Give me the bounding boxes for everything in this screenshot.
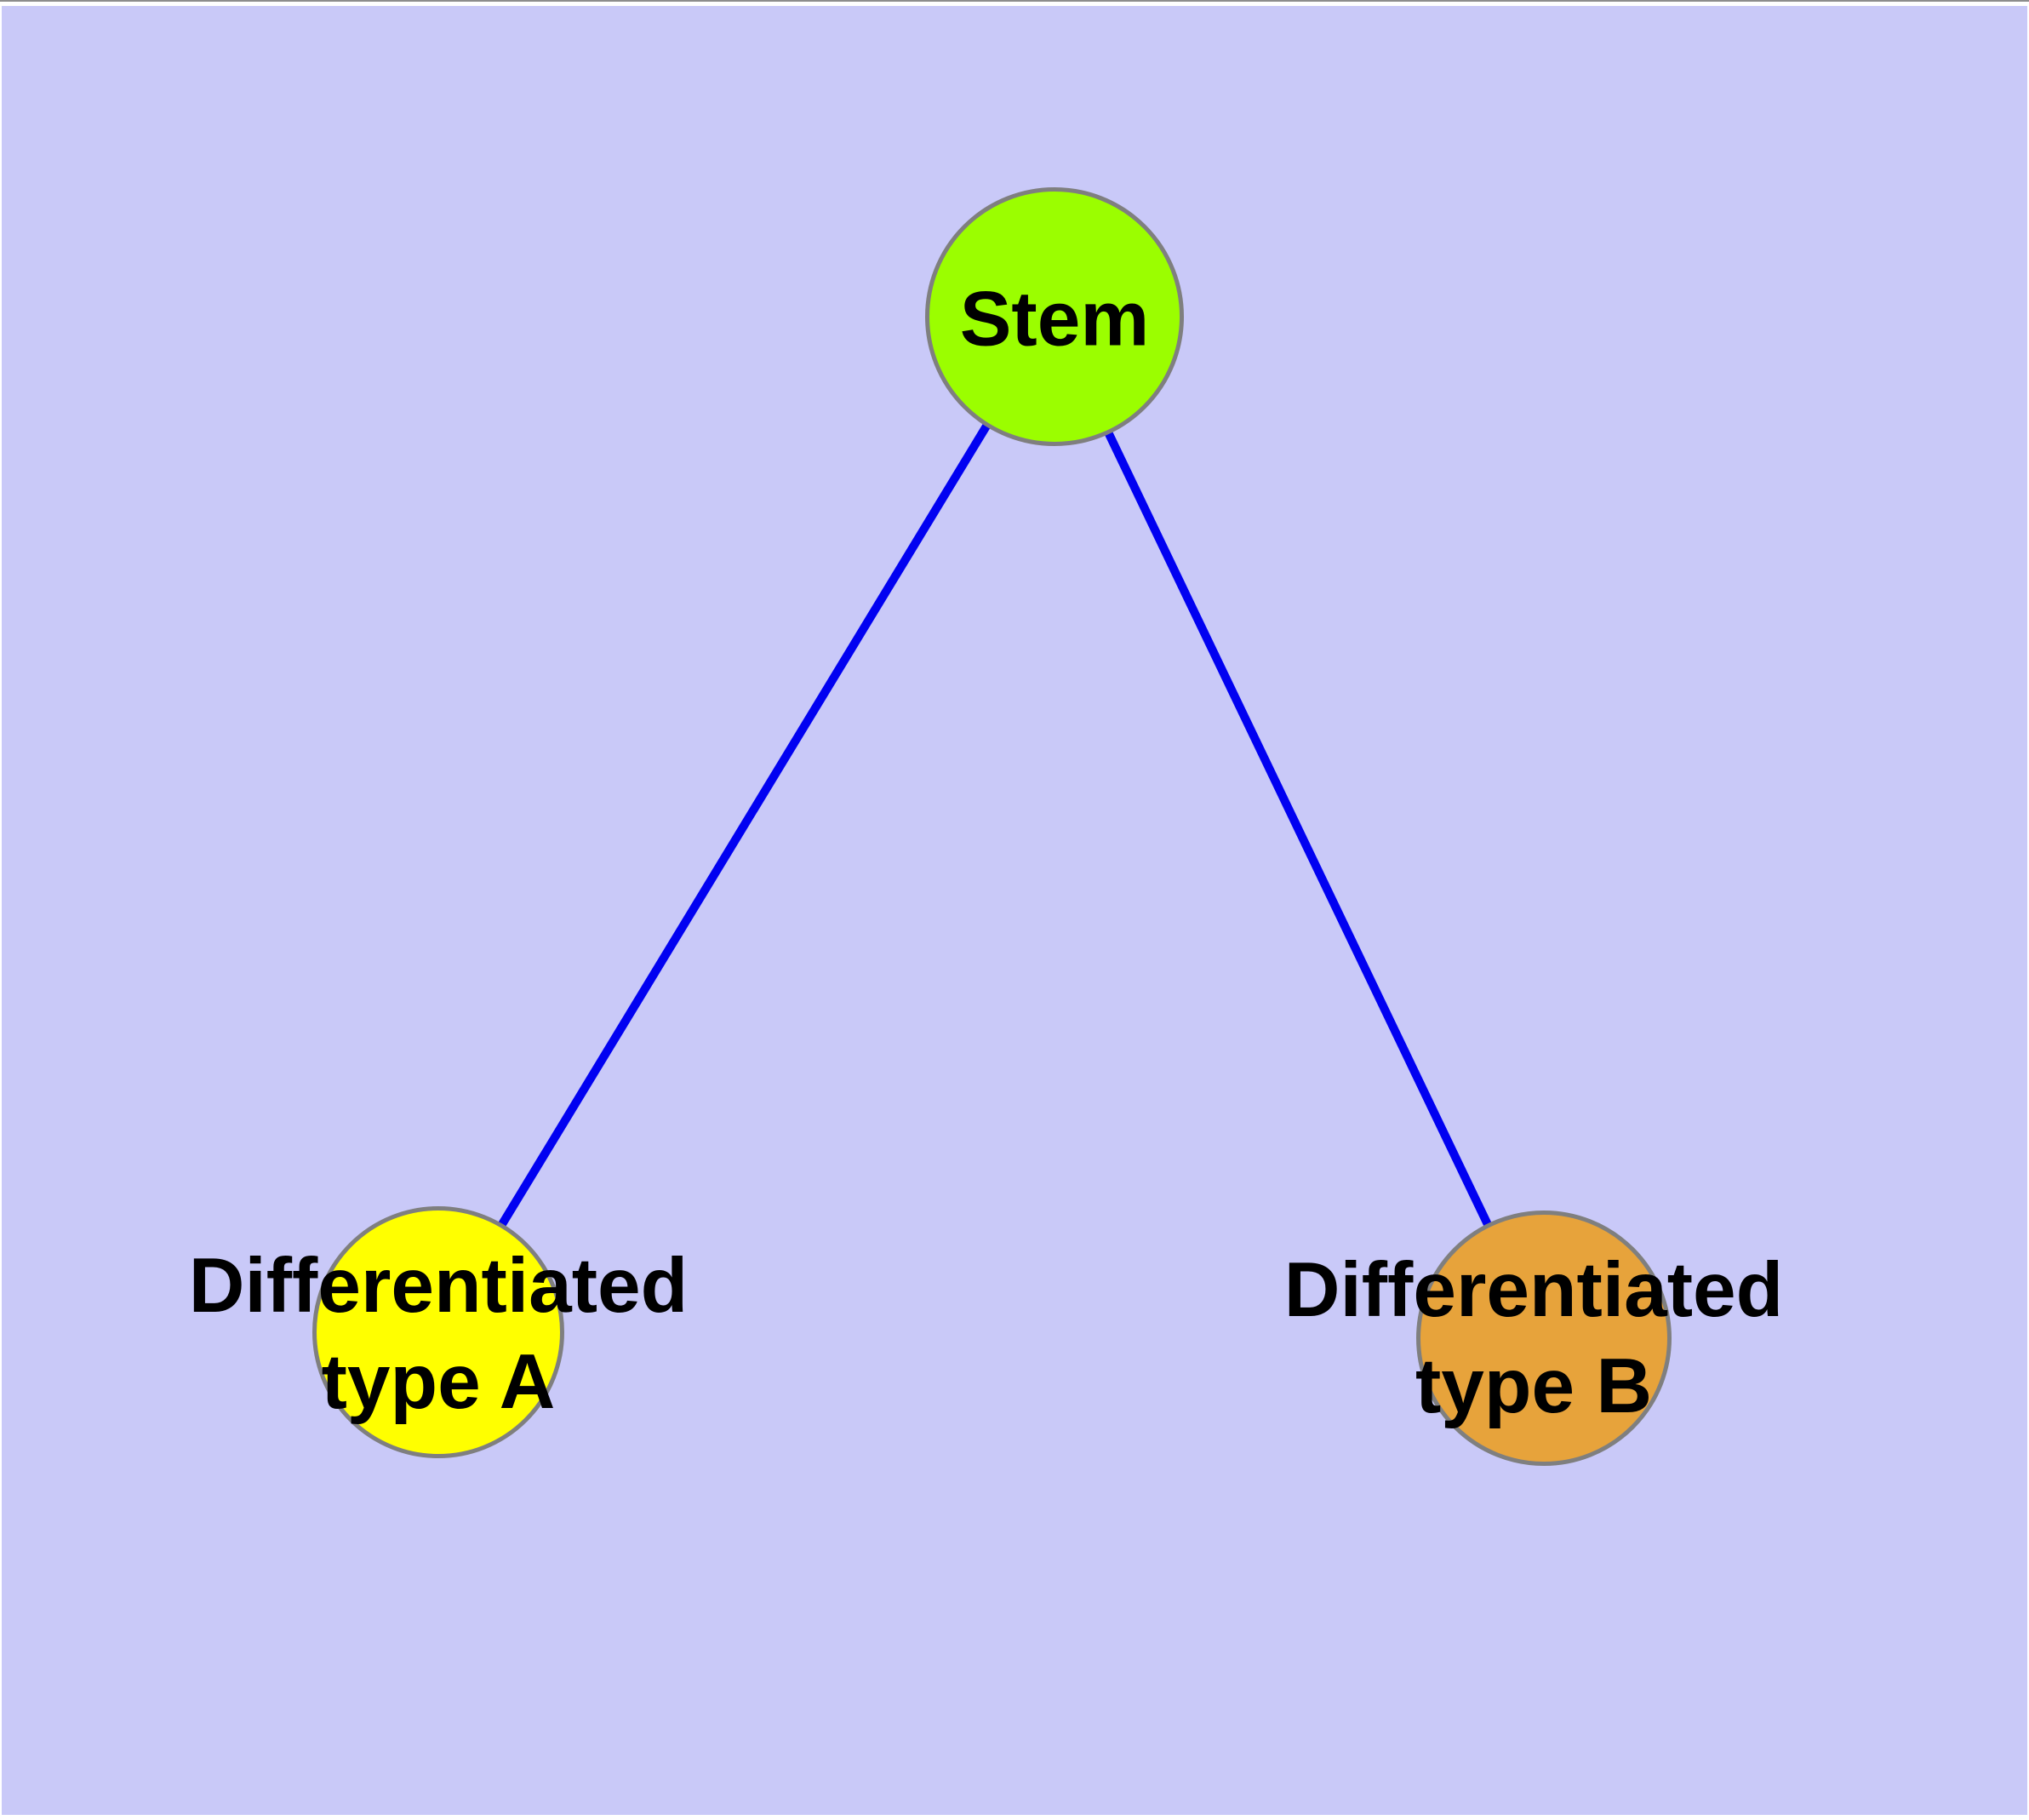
node-differentiated-type-b[interactable]	[1416, 1210, 1672, 1466]
edge-stem-to-diff-b	[1049, 314, 1546, 1341]
window-frame-line	[0, 0, 2029, 2]
node-stem[interactable]	[925, 187, 1184, 446]
node-differentiated-type-a[interactable]	[312, 1206, 564, 1458]
edges-layer	[432, 314, 1546, 1341]
diagram-canvas: Stem Differentiated type A Differentiate…	[2, 6, 2027, 1815]
edge-stem-to-diff-a	[432, 314, 1057, 1335]
